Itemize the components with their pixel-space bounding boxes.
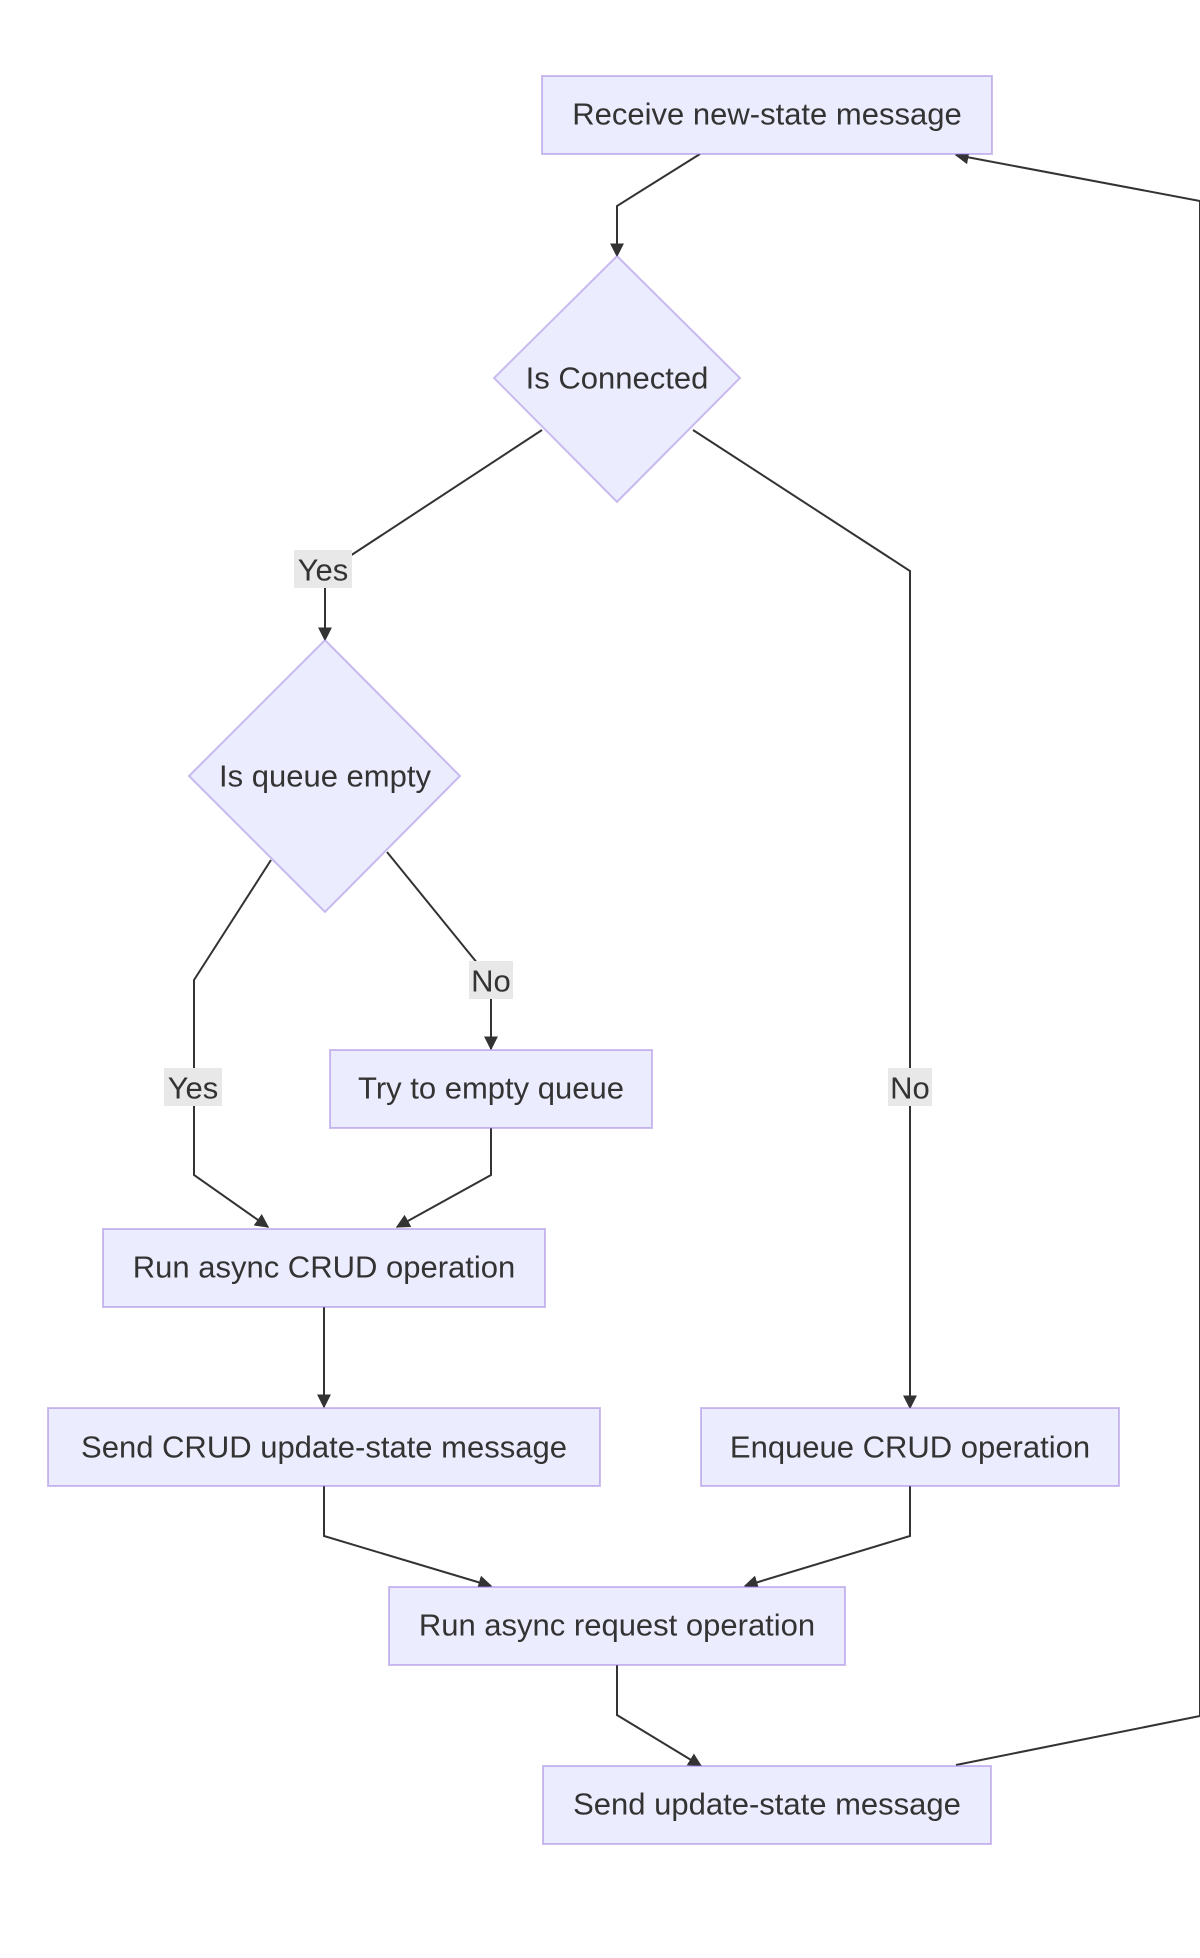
edge-labels: Yes No Yes No: [164, 550, 932, 1106]
node-run-async-crud-operation: Run async CRUD operation: [102, 1228, 546, 1308]
decision-is-queue-empty: Is queue empty: [187, 638, 462, 914]
node-send-update-state-message: Send update-state message: [542, 1765, 992, 1845]
edge-run-request-to-send-update: [616, 1665, 703, 1767]
node-try-to-empty-queue: Try to empty queue: [329, 1049, 653, 1129]
svg-text:Send update-state message: Send update-state message: [573, 1787, 961, 1822]
node-enqueue-crud-operation: Enqueue CRUD operation: [700, 1407, 1120, 1487]
edge-send-crud-update-to-run-request: [323, 1486, 493, 1590]
svg-text:No: No: [471, 964, 511, 999]
node-send-crud-update-state-message: Send CRUD update-state message: [47, 1407, 601, 1487]
node-receive-new-state-message: Receive new-state message: [541, 75, 993, 155]
edge-queue-no: [386, 851, 498, 1051]
svg-text:Is queue empty: Is queue empty: [219, 759, 431, 794]
svg-text:Receive new-state message: Receive new-state message: [572, 97, 961, 132]
svg-text:Try to empty queue: Try to empty queue: [358, 1071, 624, 1106]
svg-text:Yes: Yes: [168, 1071, 219, 1106]
node-run-async-request-operation: Run async request operation: [388, 1586, 846, 1666]
svg-text:Yes: Yes: [298, 553, 349, 588]
svg-text:Run async request operation: Run async request operation: [419, 1608, 815, 1643]
edge-connected-yes: [318, 429, 543, 642]
edge-enqueue-to-run-request: [743, 1486, 911, 1590]
svg-text:No: No: [890, 1071, 930, 1106]
edge-send-update-loop-to-receive: [954, 150, 1200, 1766]
edge-connected-no: [692, 429, 917, 1410]
edge-try-to-run-crud: [395, 1128, 492, 1228]
svg-text:Is Connected: Is Connected: [526, 361, 709, 396]
svg-text:Send CRUD update-state message: Send CRUD update-state message: [81, 1430, 567, 1465]
edge-label-queue-yes: Yes: [164, 1068, 222, 1106]
decision-is-connected: Is Connected: [492, 254, 742, 504]
nodes: Receive new-state message Is Connected I…: [47, 75, 1120, 1845]
edge-label-connected-yes: Yes: [294, 550, 352, 588]
svg-text:Run async CRUD operation: Run async CRUD operation: [133, 1250, 516, 1285]
edge-label-connected-no: No: [888, 1068, 932, 1106]
edge-receive-to-is-connected: [610, 153, 701, 258]
svg-text:Enqueue CRUD operation: Enqueue CRUD operation: [730, 1430, 1090, 1465]
edge-label-queue-no: No: [469, 961, 513, 999]
edge-queue-yes: [193, 859, 272, 1228]
